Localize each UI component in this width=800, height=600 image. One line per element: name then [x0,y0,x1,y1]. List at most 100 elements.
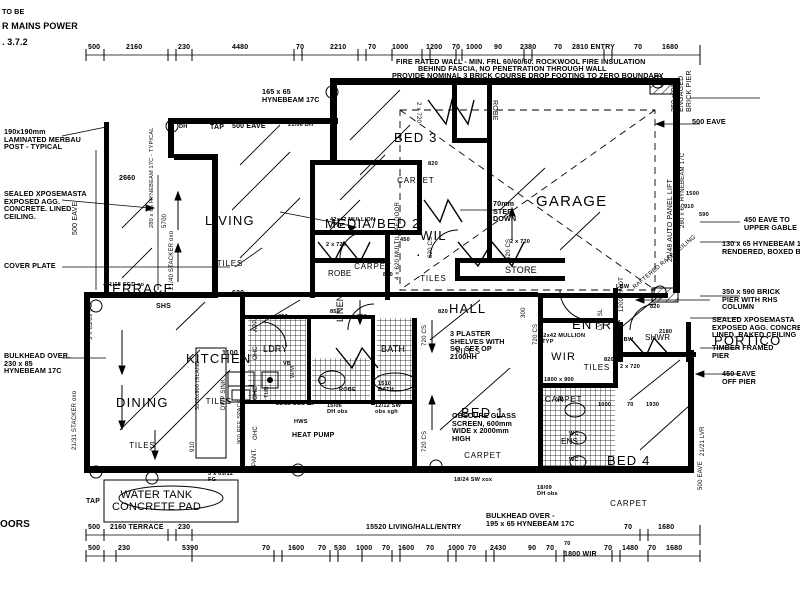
note-engaged-brick-pier: 350 x 360 ENGAGED BRICK PIER [671,70,693,112]
dim-620-cs-store: 620 CS [506,238,512,260]
room-bed1-finish: CARPET [464,450,502,460]
dimb2-8: 70 [382,545,391,552]
label-ohc-2: OHC [253,386,259,400]
room-wir-finish: CARPET [545,394,583,404]
dim-top-8: 1200 [426,44,443,51]
room-bed1-name: BED 1 [461,404,505,420]
note-obscure-glass: OBSCURE GLASS SCREEN, 600mm WIDE x 2000m… [452,411,516,443]
note-xposemasta-terrace: SEALED XPOSEMASTA EXPOSED AGG. CONCRETE.… [4,189,87,221]
room-media-bed2-name: MEDIA/BED 2 [325,215,421,231]
note-water-tank: WATER TANK CONCRETE PAD [112,489,201,513]
dim-820-bed3: 820 [428,161,438,167]
wardrobe-bifold-symbols [317,98,671,370]
dim-500-bed4: 500 [690,369,696,380]
label-robe-hall: ROBE [328,269,352,278]
dimb2-17: 70 [604,545,613,552]
label-vb-2: WC [569,457,579,463]
dim-450-wil: 450 [400,237,410,243]
dim-top-0: 500 [88,44,101,51]
note-21-06-dh-2: 21/06 DH [179,118,194,130]
label-dwp-sink: DWP SINK [221,378,227,410]
dim-850-bath: 850 [357,314,367,320]
room-bed3-name: BED 3 [394,129,438,145]
label-robe-bed4: SHWR [645,333,671,342]
margin-note-bottom: OORS [0,519,30,530]
note-15-06-dh: 15/06 DH obs [327,403,348,415]
dimb2-15: 70 [546,545,555,552]
room-entry: ENTRY TILES [572,284,622,389]
dim-top-2: 230 [178,44,191,51]
label-app: APP. [253,318,259,332]
dim-2x720-bed3: 2 x 720 [415,102,421,124]
dim-1000-bed4: 1000 [598,402,612,408]
room-kitchen-name: KITCHEN [186,350,252,366]
leader-lines [61,97,760,378]
room-garage-name: GARAGE [536,192,608,210]
note-tap-top: TAP [210,124,225,131]
room-bath: BATH [381,344,406,354]
dimb2-4: 1600 [288,545,305,552]
note-21-40-stacker: 21/40 STACKER oxo [169,230,175,290]
dimb2-2: 5390 [182,545,199,552]
dim-top-4: 70 [296,44,305,51]
note-heat-pump: HEAT PUMP [292,432,335,439]
room-living-name: LIVING [205,212,255,228]
room-diagonal-marks [119,89,691,451]
label-pantry: PANT. [252,448,258,466]
dim-top-11: 90 [494,44,503,51]
dim-820-entry: 820 [650,304,660,310]
note-500-eave-bed4: 500 EAVE [698,461,704,490]
room-wir-name: WIR [551,350,577,363]
dim-2180-portico: 2180 [659,329,673,335]
note-shs: SHS [156,303,171,310]
label-tub: TUB [264,386,270,398]
dim-850-ldry: 850 [278,314,288,320]
room-hall: HALL TILES [449,268,486,373]
room-bed3-finish: CARPET [397,175,435,185]
dim-top-15: 70 [634,44,643,51]
label-ref-space: 900 REF SPACE [237,399,243,444]
room-portico-name: PORTICO [714,332,782,348]
dim-820-bed4: 820 [604,357,614,363]
note-18-12-sw: 18/12 SW [318,161,345,167]
note-mullion-wir: 42x42 MULLION -TYP [540,333,586,345]
dim-top-5: 2210 [330,44,347,51]
note-bulkhead-bottom: BULKHEAD OVER - 195 x 65 HYNEBEAM 17C [486,511,575,528]
dim-top-3: 4480 [232,44,249,51]
note-auto-panel-lift: 21/48 AUTO PANEL LIFT [667,178,674,262]
garage-car-space [399,109,656,291]
room-kitchen: KITCHEN TILES [186,318,251,423]
fire-wall-note-1: FIRE RATED WALL - MIN. FRL 60/60/60. ROC… [396,57,646,66]
dim-1100: 1100 [222,350,238,357]
note-timber-pier: TIMBER FRAMED PIER [712,343,774,360]
dim-top-14: 2810 ENTRY [572,44,615,51]
room-dining-finish: TILES [129,440,156,450]
label-vb-1: WC [569,431,579,437]
note-lbw-1: LBW [616,284,630,290]
room-terrace-name: TERRACE [103,280,174,296]
note-tap-bottom: TAP [86,498,101,505]
margin-note-1: TO BE [2,7,25,16]
room-bed3: BED 3 CARPET [394,97,438,202]
label-ohc-3: OHC [253,426,259,440]
note-21-31-stacker: 21/31 STACKER oxo [72,390,78,450]
dimb2-6: 530 [334,545,347,552]
room-media-bed2: MEDIA/BED 2 CARPET [325,183,421,288]
bottom-dimension-lines [85,525,701,562]
label-washing-machine: W/M [290,365,296,378]
note-21-15-sgd: 21/15 SGD xo [276,401,315,407]
dim-620-cs-hall: 620 CS [428,236,434,258]
note-hws: HWS [294,419,308,425]
room-kitchen-finish: TILES [205,396,232,406]
room-dining-name: DINING [116,394,169,410]
note-cover-plate: COVER PLATE [4,261,56,270]
dimb2-1: 230 [118,545,131,552]
room-media-bed2-finish: CARPET [354,261,392,271]
note-450-eave-pier: 450 EAVE OFF PIER [722,369,756,386]
dim-910-kitchen: 910 [190,441,196,452]
dim-1500-garage: 1500 [686,191,700,197]
dim-top-9: 70 [452,44,461,51]
dimb2-0: 500 [88,545,101,552]
room-wil-finish: TILES [420,273,447,283]
